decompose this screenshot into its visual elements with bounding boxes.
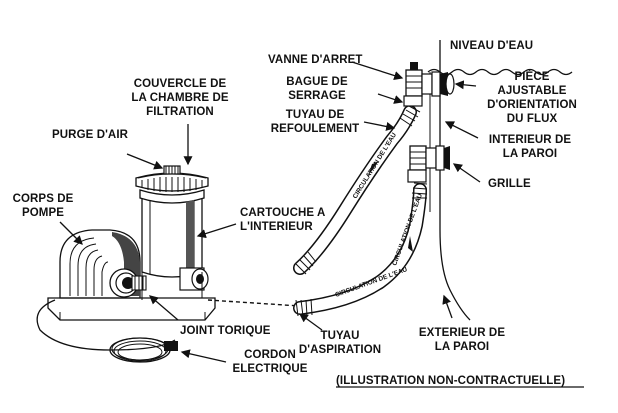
dashed-connection-line bbox=[207, 299, 301, 307]
water-level-wave bbox=[427, 68, 573, 76]
label-joint-torique: JOINT TORIQUE bbox=[180, 325, 271, 337]
label-tuyau-refoulement-line1: TUYAU DE bbox=[286, 109, 345, 121]
label-niveau-eau: NIVEAU D'EAU bbox=[450, 40, 533, 52]
label-piece-line3: D'ORIENTATION bbox=[487, 99, 577, 111]
label-exterieur-line2: LA PAROI bbox=[435, 341, 489, 353]
power-cord bbox=[36, 299, 178, 363]
label-interieur-line2: LA PAROI bbox=[503, 148, 557, 160]
label-purge-air: PURGE D'AIR bbox=[52, 129, 129, 141]
label-interieur-line1: INTERIEUR DE bbox=[489, 134, 572, 146]
label-corps-line1: CORPS DE bbox=[13, 193, 74, 205]
label-cordon-line1: CORDON bbox=[244, 349, 296, 361]
label-piece-line4: DU FLUX bbox=[507, 113, 558, 125]
label-couvercle-line2: LA CHAMBRE DE bbox=[131, 92, 229, 104]
strainer-fitting bbox=[407, 145, 450, 183]
label-couvercle-line3: FILTRATION bbox=[146, 106, 214, 118]
labels: PURGE D'AIR COUVERCLE DE LA CHAMBRE DE F… bbox=[13, 40, 584, 388]
label-bague-line1: BAGUE DE bbox=[286, 76, 348, 88]
leader-arrows bbox=[59, 61, 481, 363]
label-grille: GRILLE bbox=[488, 178, 531, 190]
label-bague-line2: SERRAGE bbox=[288, 90, 346, 102]
label-cartouche-line2: L'INTERIEUR bbox=[240, 221, 313, 233]
label-exterieur-line1: EXTERIEUR DE bbox=[419, 327, 505, 339]
label-couvercle-line1: COUVERCLE DE bbox=[134, 78, 227, 90]
pool-wall bbox=[429, 40, 471, 321]
label-corps-line2: POMPE bbox=[22, 207, 64, 219]
return-fitting bbox=[403, 62, 455, 107]
label-tuyau-aspiration-line2: D'ASPIRATION bbox=[299, 344, 381, 356]
label-vanne-arret: VANNE D'ARRET bbox=[268, 54, 363, 66]
label-piece-line2: AJUSTABLE bbox=[497, 85, 566, 97]
filter-chamber bbox=[135, 165, 209, 300]
label-piece-line1: PIÈCE bbox=[514, 70, 549, 83]
label-cordon-line2: ELECTRIQUE bbox=[232, 363, 307, 375]
label-cartouche-line1: CARTOUCHE A bbox=[240, 207, 325, 219]
label-tuyau-refoulement-line2: REFOULEMENT bbox=[271, 123, 360, 135]
label-tuyau-aspiration-line1: TUYAU bbox=[320, 330, 359, 342]
disclaimer-text: (ILLUSTRATION NON-CONTRACTUELLE) bbox=[336, 375, 565, 387]
